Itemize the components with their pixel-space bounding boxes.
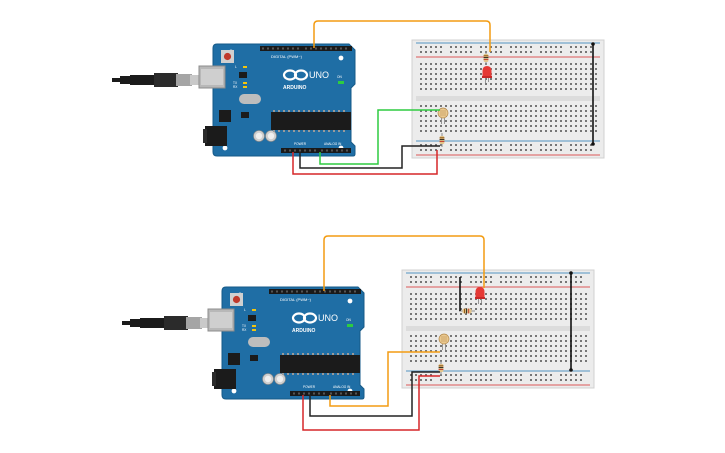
usb-cable xyxy=(112,73,210,87)
analog-header-label: ANALOG IN xyxy=(324,142,342,146)
l-label: L xyxy=(244,308,246,312)
arduino-model: UNO xyxy=(309,70,329,80)
usb-cable xyxy=(122,316,220,330)
analog-header-label: ANALOG IN xyxy=(333,385,351,389)
breadboard[interactable] xyxy=(411,39,605,159)
ground-wire[interactable] xyxy=(299,145,440,169)
analog-signal-wire[interactable] xyxy=(319,109,440,165)
arduino-model: UNO xyxy=(318,313,338,323)
led-signal-wire[interactable] xyxy=(313,20,491,52)
tx-label: TX xyxy=(233,81,238,85)
tx-label: TX xyxy=(242,324,247,328)
power-header-label: POWER xyxy=(294,142,307,146)
wire-end xyxy=(569,271,573,275)
led-signal-wire[interactable] xyxy=(323,235,485,291)
circuit-bottom: DIGITAL (PWM~) ARDUINO UNO TX RX L ON PO… xyxy=(122,235,595,431)
wire-end xyxy=(591,42,595,46)
circuit-top: DIGITAL (PWM~) ARDUINO UNO TX RX L ON PO… xyxy=(112,20,605,175)
arduino-brand: ARDUINO xyxy=(283,85,306,91)
arduino-brand: ARDUINO xyxy=(292,328,315,334)
analog-signal-wire[interactable] xyxy=(329,351,440,407)
rx-label: RX xyxy=(242,328,247,332)
wire-end xyxy=(569,368,573,372)
digital-header-label: DIGITAL (PWM~) xyxy=(280,297,312,302)
l-label: L xyxy=(235,65,237,69)
wire-end xyxy=(591,142,595,146)
breadboard[interactable] xyxy=(401,269,595,389)
on-label: ON xyxy=(346,318,351,322)
on-label: ON xyxy=(337,75,342,79)
arduino-uno-board[interactable]: DIGITAL (PWM~) ARDUINO UNO TX RX L ON PO… xyxy=(206,285,366,401)
digital-header-label: DIGITAL (PWM~) xyxy=(271,54,303,59)
arduino-uno-board[interactable]: DIGITAL (PWM~) ARDUINO UNO TX RX L ON PO… xyxy=(197,42,357,158)
ground-wire[interactable] xyxy=(309,371,440,417)
power-wire[interactable] xyxy=(302,375,440,431)
power-header-label: POWER xyxy=(303,385,316,389)
rx-label: RX xyxy=(233,85,238,89)
breadboard-holes xyxy=(420,46,597,151)
power-wire[interactable] xyxy=(292,150,438,175)
